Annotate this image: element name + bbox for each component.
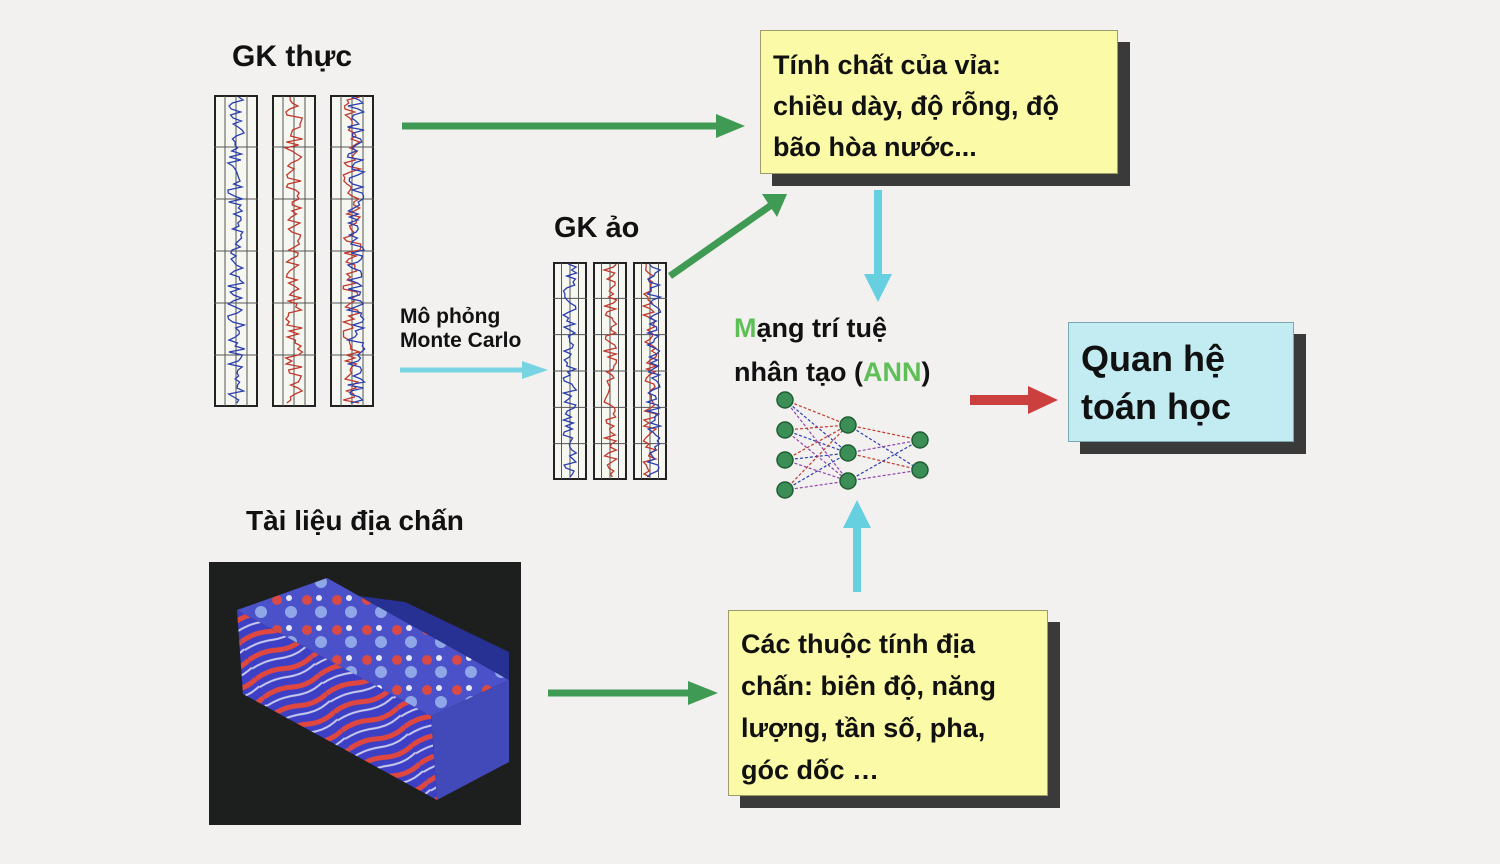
ann-label-line2-post: )	[921, 357, 931, 387]
gk-virtual-label: GK ảo	[554, 212, 640, 244]
gk-real-label: GK thực	[232, 40, 353, 73]
monte-carlo-line2: Monte Carlo	[400, 329, 522, 352]
seismic-data-label: Tài liệu địa chấn	[246, 505, 464, 536]
virtual-well-logs-image	[553, 262, 667, 480]
box-line: toán học	[1081, 386, 1231, 427]
monte-carlo-label: Mô phỏng Monte Carlo	[400, 305, 521, 353]
box-line: Các thuộc tính địa	[741, 629, 976, 659]
box-line: Quan hệ	[1081, 338, 1226, 379]
box-line: chiều dày, độ rỗng, độ	[773, 91, 1060, 121]
ann-label-line1-rest: ạng trí tuệ	[756, 313, 888, 343]
neural-network-image	[776, 391, 929, 499]
arrow-gk-real-to-properties	[402, 114, 745, 138]
arrow-attributes-to-ann	[843, 500, 871, 592]
box-line: Tính chất của vỉa:	[773, 50, 1002, 80]
box-line: góc dốc …	[741, 755, 880, 785]
real-well-logs-image	[214, 95, 374, 407]
ann-label-line2-pre: nhân tạo (	[734, 357, 863, 387]
box-line: bão hòa nước...	[773, 132, 977, 162]
arrow-monte-carlo	[400, 361, 548, 379]
arrow-properties-to-ann	[864, 190, 892, 302]
ann-label-initial: M	[734, 313, 757, 343]
ann-label: Mạng trí tuệ nhân tạo (ANN)	[734, 306, 931, 394]
arrow-seismic-to-attributes	[548, 681, 718, 705]
ann-label-line2: nhân tạo (ANN)	[734, 350, 931, 394]
monte-carlo-line1: Mô phỏng	[400, 305, 501, 328]
seismic-attributes-box: Các thuộc tính địa chấn: biên độ, năng l…	[728, 610, 1048, 796]
seismic-cube-image	[209, 562, 521, 825]
math-relation-box: Quan hệ toán học	[1068, 322, 1294, 442]
box-line: chấn: biên độ, năng	[741, 671, 996, 701]
ann-label-line1: Mạng trí tuệ	[734, 306, 931, 350]
arrow-gk-virtual-to-properties	[667, 194, 787, 279]
arrow-ann-to-relation	[970, 386, 1058, 414]
ann-abbr: ANN	[863, 357, 922, 387]
box-line: lượng, tần số, pha,	[741, 713, 986, 743]
reservoir-properties-box: Tính chất của vỉa: chiều dày, độ rỗng, đ…	[760, 30, 1118, 174]
